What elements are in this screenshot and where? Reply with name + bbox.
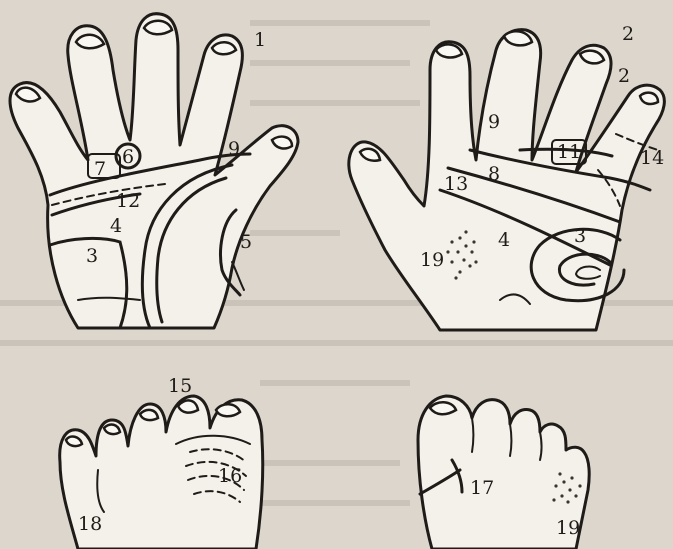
left-hand-label-3: 3 bbox=[86, 245, 98, 267]
left-foot-nail-1 bbox=[216, 404, 240, 416]
right-hand: 2 2 14 9 11 8 13 4 3 19 bbox=[349, 23, 665, 330]
left-tick-5 bbox=[232, 262, 244, 290]
left-foot: 15 16 18 bbox=[60, 375, 263, 549]
left-hand-label-5: 5 bbox=[240, 231, 252, 253]
left-hand-label-6: 6 bbox=[122, 146, 134, 168]
right-hand-label-19: 19 bbox=[420, 249, 444, 271]
left-foot-label-18: 18 bbox=[78, 513, 102, 535]
right-hand-label-9: 9 bbox=[488, 111, 500, 133]
left-index-nail bbox=[212, 42, 236, 54]
right-hand-label-2a: 2 bbox=[622, 23, 634, 45]
right-hand-label-3: 3 bbox=[574, 225, 586, 247]
right-hand-label-8: 8 bbox=[488, 163, 500, 185]
left-foot-label-16: 16 bbox=[218, 465, 242, 487]
left-foot-label-15: 15 bbox=[168, 375, 192, 397]
right-hand-label-13: 13 bbox=[444, 173, 468, 195]
left-middle-nail bbox=[144, 21, 172, 35]
left-foot-nail-2 bbox=[178, 400, 198, 412]
right-foot-label-19: 19 bbox=[556, 517, 580, 539]
left-hand-label-9: 9 bbox=[228, 138, 240, 160]
left-foot-nail-4 bbox=[104, 425, 120, 435]
right-hand-label-11: 11 bbox=[557, 141, 581, 163]
left-hand-label-1: 1 bbox=[254, 29, 266, 51]
right-foot: 17 19 bbox=[418, 396, 589, 549]
right-foot-nail-1 bbox=[430, 402, 456, 414]
right-foot-label-17: 17 bbox=[470, 477, 494, 499]
right-hand-label-4: 4 bbox=[498, 229, 510, 251]
left-foot-nail-3 bbox=[140, 410, 158, 420]
right-index-nail bbox=[436, 44, 462, 57]
left-hand-label-7: 7 bbox=[94, 158, 106, 180]
right-little-nail bbox=[640, 93, 658, 104]
left-hand-label-4: 4 bbox=[110, 215, 122, 237]
left-hand-label-12: 12 bbox=[116, 190, 140, 212]
left-foot-nail-5 bbox=[66, 437, 82, 447]
right-hand-label-2b: 2 bbox=[618, 65, 630, 87]
right-hand-label-14: 14 bbox=[640, 147, 664, 169]
